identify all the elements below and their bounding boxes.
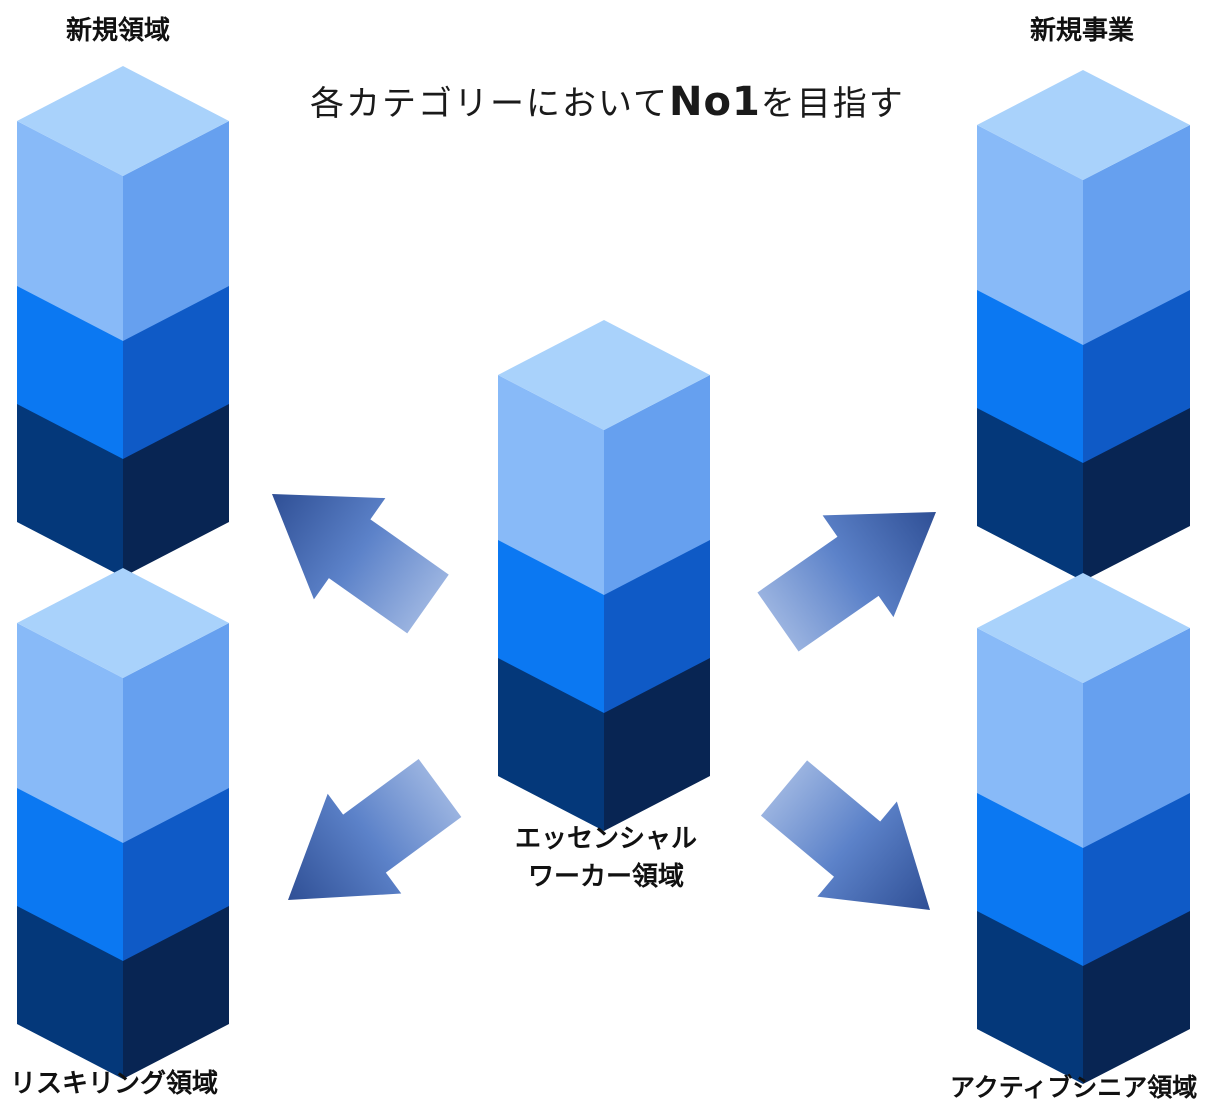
- stack-center-top-cube: [498, 320, 710, 595]
- center-label-line1: エッセンシャル: [514, 824, 697, 854]
- label-top-right: 新規事業: [1030, 16, 1135, 46]
- stack-top-left-top-cube-right-face: [123, 121, 229, 341]
- stack-bottom-left-top-cube: [17, 568, 229, 843]
- stack-bottom-left: [17, 568, 229, 1079]
- headline-suffix: を目指す: [760, 84, 905, 124]
- stack-bottom-right-top-cube-left-face: [977, 628, 1083, 848]
- stack-center-top-cube-left-face: [498, 375, 604, 595]
- stack-center: [498, 320, 710, 831]
- label-bottom-right: アクティブシニア領域: [950, 1073, 1198, 1102]
- stack-bottom-right-top-cube-right-face: [1083, 628, 1190, 848]
- stack-bottom-left-top-cube-right-face: [123, 623, 229, 843]
- stack-top-right-top-cube: [977, 70, 1190, 345]
- arrow-to-bottom-right-shape: [760, 760, 930, 910]
- stack-bottom-right: [977, 573, 1190, 1084]
- stack-bottom-left-top-cube-top-face: [17, 568, 229, 678]
- stack-top-left-top-cube: [17, 66, 229, 341]
- stack-center-top-cube-top-face: [498, 320, 710, 430]
- arrow-to-top-right-shape: [757, 512, 936, 652]
- center-label-line2: ワーカー領域: [527, 862, 684, 892]
- stack-top-right-top-cube-top-face: [977, 70, 1190, 180]
- headline: 各カテゴリーにおいてNo1を目指す: [310, 76, 905, 125]
- stack-top-left-top-cube-top-face: [17, 66, 229, 176]
- arrow-to-bottom-left: [288, 759, 462, 901]
- center-label: エッセンシャル ワーカー領域: [486, 820, 726, 896]
- stack-top-left-top-cube-left-face: [17, 121, 123, 341]
- arrow-to-top-right: [757, 512, 936, 652]
- stack-bottom-left-top-cube-left-face: [17, 623, 123, 843]
- arrow-to-bottom-left-shape: [288, 759, 462, 901]
- stack-top-left: [17, 66, 229, 577]
- stack-top-right-top-cube-left-face: [977, 125, 1083, 345]
- arrow-to-top-left: [271, 494, 449, 634]
- label-top-left: 新規領域: [66, 16, 171, 46]
- arrow-to-bottom-right: [760, 760, 930, 910]
- stack-bottom-right-top-cube: [977, 573, 1190, 848]
- stack-top-right-top-cube-right-face: [1083, 125, 1190, 345]
- headline-emphasis: No1: [668, 79, 761, 125]
- arrow-to-top-left-shape: [271, 494, 449, 634]
- label-bottom-left: リスキリング領域: [10, 1069, 219, 1099]
- headline-prefix: 各カテゴリーにおいて: [310, 84, 669, 124]
- stack-top-right: [977, 70, 1190, 581]
- stack-bottom-right-top-cube-top-face: [977, 573, 1190, 683]
- stack-center-top-cube-right-face: [604, 375, 710, 595]
